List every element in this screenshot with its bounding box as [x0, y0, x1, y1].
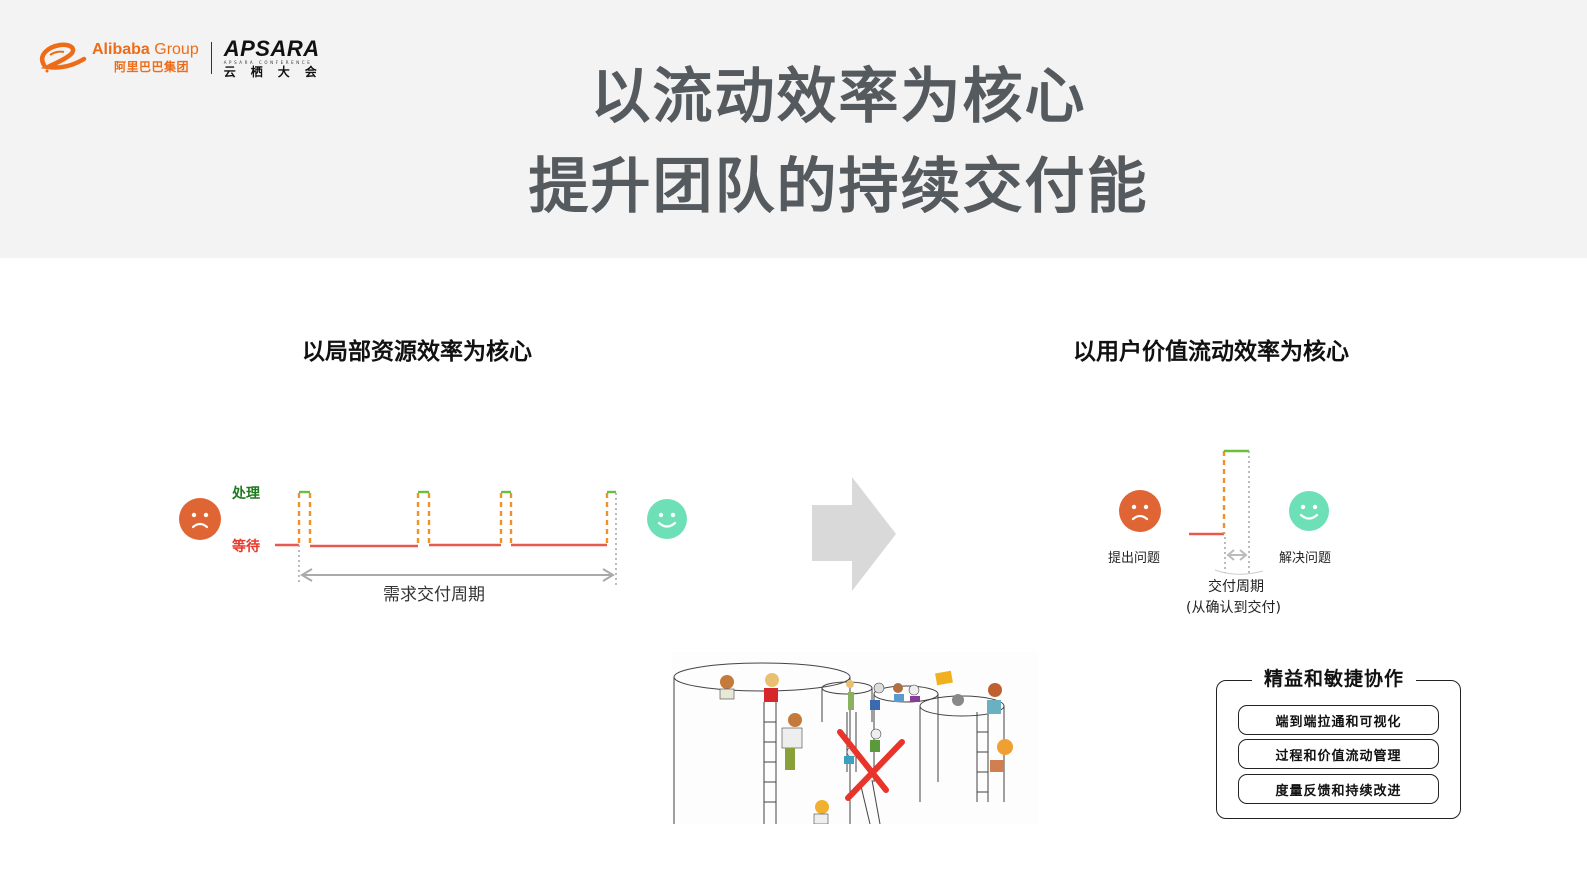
page-title: 以流动效率为核心 提升团队的持续交付能 [0, 52, 1587, 232]
apsara-wordmark: APSARA [223, 35, 320, 61]
resource-efficiency-timeline [275, 490, 617, 585]
logo-group: Alibaba Group 阿里巴巴集团 APSARA APSARA CONFE… [38, 36, 332, 80]
logo-divider [210, 42, 212, 74]
solve-issue-label: 解决问题 [1279, 551, 1332, 566]
big-right-arrow-icon [812, 477, 896, 591]
alibaba-cn-wordmark: 阿里巴巴集团 [114, 60, 190, 74]
alibaba-wordmark: Alibaba Group [92, 41, 199, 58]
silos-illustration [672, 652, 1038, 824]
cycle-label-line1: 交付周期 [1208, 579, 1264, 595]
cross-icon [837, 729, 905, 801]
wait-label: 等待 [232, 539, 260, 555]
header-band [0, 0, 1587, 258]
cycle-label-line2: (从确认到交付) [1186, 600, 1281, 616]
happy-face-icon [647, 499, 687, 539]
alibaba-smile-icon [40, 42, 87, 73]
process-label: 处理 [232, 486, 260, 502]
raise-issue-label: 提出问题 [1108, 551, 1161, 566]
lean-item-flow-management: 过程和价值流动管理 [1238, 739, 1439, 769]
delivery-cycle-label: 需求交付周期 [383, 585, 485, 605]
sad-face-icon-right [1119, 490, 1161, 532]
happy-face-icon-right [1289, 491, 1329, 531]
apsara-logo: APSARA APSARA CONFERENCE 云栖大会 [223, 35, 332, 79]
title-line-2: 提升团队的持续交付能 [528, 152, 1149, 222]
lean-item-feedback: 度量反馈和持续改进 [1238, 774, 1439, 804]
apsara-cn-wordmark: 云栖大会 [223, 64, 332, 79]
apsara-subtitle: APSARA CONFERENCE [223, 59, 313, 65]
lean-agile-title: 精益和敏捷协作 [1252, 664, 1417, 691]
value-flow-timeline [1189, 449, 1264, 575]
title-line-1: 以流动效率为核心 [590, 62, 1087, 132]
left-section-title: 以局部资源效率为核心 [302, 339, 532, 365]
lean-item-visualization: 端到端拉通和可视化 [1238, 705, 1439, 735]
right-section-title: 以用户价值流动效率为核心 [1073, 339, 1349, 365]
alibaba-logo: Alibaba Group 阿里巴巴集团 [38, 41, 199, 75]
sad-face-icon [179, 498, 221, 540]
